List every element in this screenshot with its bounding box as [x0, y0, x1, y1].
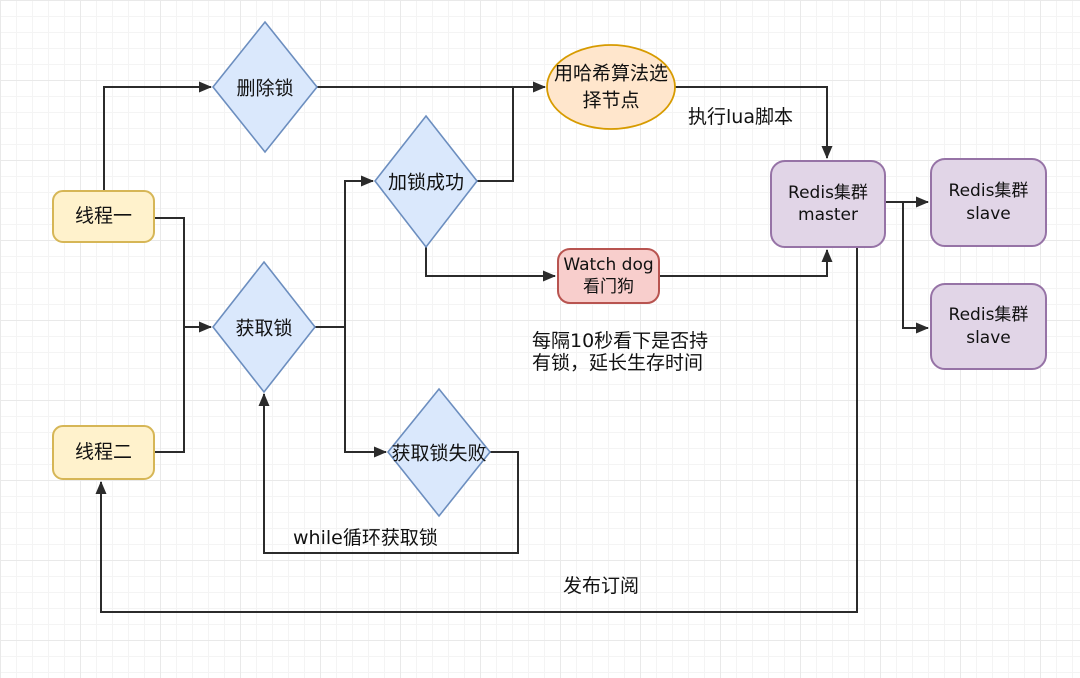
edge-while-loop	[258, 393, 519, 554]
edge-to-lock-success	[344, 175, 374, 327]
hash-node-select-ellipse	[546, 44, 676, 130]
edge-lock-success-to-watch-dog	[425, 247, 556, 282]
execute-lua-label: 执行lua脚本	[688, 106, 793, 128]
delete-lock-diamond	[211, 20, 319, 154]
acquire-lock-label: 获取锁	[235, 317, 293, 340]
edge-lock-success-join	[477, 87, 514, 182]
lock-success-label: 加锁成功	[387, 171, 465, 194]
edge-threads-trunk	[155, 217, 185, 453]
edge-publish-subscribe-loop	[95, 248, 858, 613]
redis-slave1-node: Redis集群 slave	[930, 158, 1047, 247]
edge-hash-select-to-master	[675, 86, 833, 159]
thread1-node: 线程一	[52, 190, 155, 243]
redis-master-node: Redis集群 master	[770, 160, 886, 248]
acquire-lock-diamond	[211, 260, 317, 394]
thread2-node: 线程二	[52, 425, 155, 480]
edge-thread1-to-delete-lock	[103, 81, 212, 190]
lock-success-diamond	[373, 114, 479, 249]
watchdog-note-label: 每隔10秒看下是否持 有锁，延长生存时间	[532, 330, 709, 375]
acquire-lock-failed-label: 获取锁失败	[391, 442, 487, 465]
publish-subscribe-label: 发布订阅	[563, 575, 640, 597]
redis-slave2-node: Redis集群 slave	[930, 283, 1047, 370]
acquire-lock-failed-diamond	[386, 387, 492, 518]
edge-to-acquire-lock-failed	[344, 327, 387, 458]
edge-watch-dog-to-master	[660, 249, 833, 277]
watch-dog-node: Watch dog 看门狗	[557, 248, 660, 304]
hash-node-select-label: 用哈希算法选择节点	[553, 62, 668, 111]
edge-master-to-slave2	[902, 202, 929, 334]
while-loop-label: while循环获取锁	[293, 527, 438, 549]
delete-lock-label: 删除锁	[236, 77, 294, 100]
